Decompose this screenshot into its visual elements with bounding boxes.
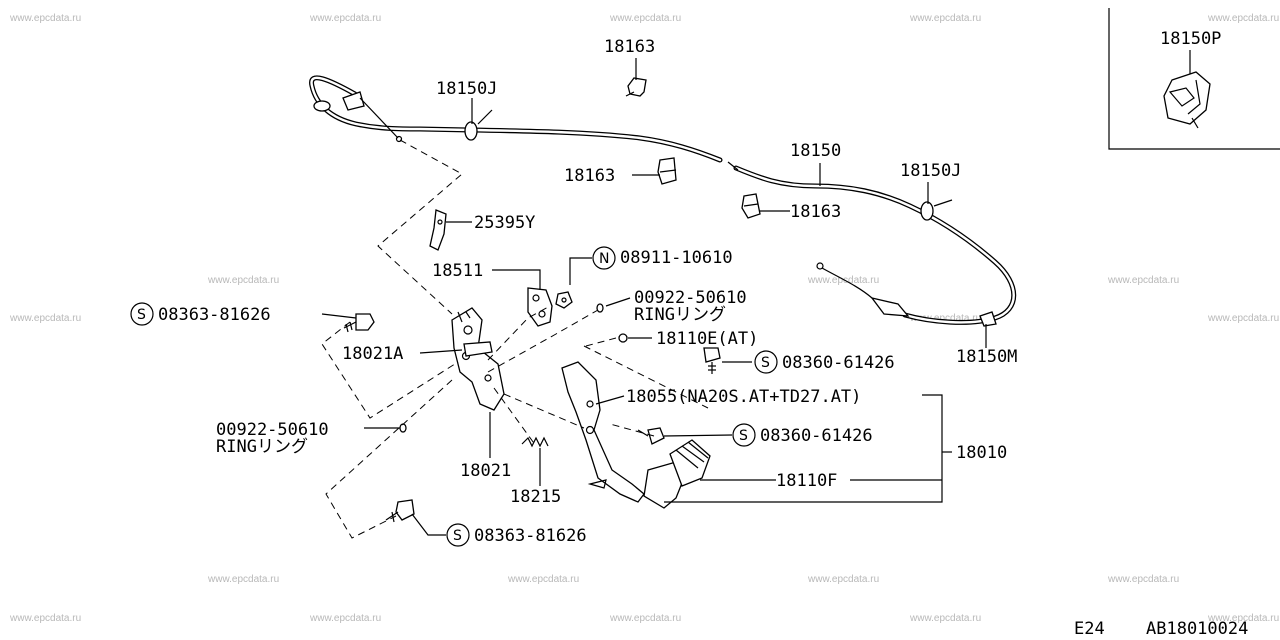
label-00922-bottom: 00922-50610: [216, 420, 329, 440]
watermark: www.epcdata.ru: [507, 574, 579, 585]
inset-box: [1108, 8, 1280, 150]
nut-08911: [555, 291, 573, 309]
watermark: www.epcdata.ru: [9, 313, 81, 324]
watermark: www.epcdata.ru: [207, 574, 279, 585]
watermark: www.epcdata.ru: [1207, 13, 1279, 24]
ring-top: [596, 303, 604, 313]
watermark: www.epcdata.ru: [9, 613, 81, 624]
label-18021: 18021: [460, 461, 511, 481]
clip-18150p: [1163, 71, 1211, 129]
label-18163-mid: 18163: [564, 166, 615, 186]
watermark: www.epcdata.ru: [1207, 313, 1279, 324]
watermark: www.epcdata.ru: [1107, 275, 1179, 286]
label-18150m: 18150M: [956, 347, 1017, 367]
label-25395y: 25395Y: [474, 213, 535, 233]
s-mark-08360-top: S: [754, 350, 778, 374]
label-ring-bottom: RINGリング: [216, 437, 308, 457]
watermark: www.epcdata.ru: [309, 613, 381, 624]
watermark: www.epcdata.ru: [909, 313, 981, 324]
return-spring-18215: [521, 436, 549, 448]
bolt-08363-bottom: [385, 499, 415, 523]
label-18163-top: 18163: [604, 37, 655, 57]
label-18511: 18511: [432, 261, 483, 281]
s-mark-08363-top: S: [130, 302, 154, 326]
watermark: www.epcdata.ru: [609, 613, 681, 624]
parking-brake-cable-rear: [727, 161, 1017, 327]
watermark: www.epcdata.ru: [309, 13, 381, 24]
part-labels: 18163 18150J 18163 18150 18150J 18163 25…: [158, 29, 1221, 546]
s-mark-08360-bottom: S: [732, 423, 756, 447]
circle-marks: S N S S S: [130, 246, 778, 547]
leader-lines: [321, 58, 987, 536]
bolt-08360-top: [703, 347, 721, 374]
cable-clip-right: [741, 193, 761, 219]
cable-grommet: [920, 201, 934, 221]
pedal-assembly: [451, 307, 505, 411]
watermark: www.epcdata.ru: [807, 275, 879, 286]
cable-grommet: [464, 121, 478, 141]
watermarks: www.epcdata.ru www.epcdata.ru www.epcdat…: [9, 13, 1279, 624]
stopper-18110e: [618, 333, 628, 343]
n-mark-08911: N: [592, 246, 616, 270]
label-18150p: 18150P: [1160, 29, 1221, 49]
bracket-18511: [527, 287, 553, 327]
watermark: www.epcdata.ru: [609, 13, 681, 24]
label-18163-right: 18163: [790, 202, 841, 222]
label-08360-bottom: 08360-61426: [760, 426, 873, 446]
label-08363-top: 08363-81626: [158, 305, 271, 325]
s-mark-08363-bottom: S: [446, 523, 470, 547]
footer: E24 AB18010024: [1074, 619, 1248, 639]
s-mark-text: S: [137, 307, 146, 323]
watermark: www.epcdata.ru: [909, 613, 981, 624]
label-18215: 18215: [510, 487, 561, 507]
n-mark-text: N: [599, 251, 609, 267]
cable-grommet: [313, 100, 331, 112]
s-mark-text: S: [761, 355, 770, 371]
ring-bottom: [399, 423, 407, 433]
pedal-arm: [561, 361, 645, 503]
label-18010: 18010: [956, 443, 1007, 463]
watermark: www.epcdata.ru: [9, 13, 81, 24]
label-08360-top: 08360-61426: [782, 353, 895, 373]
watermark: www.epcdata.ru: [909, 13, 981, 24]
s-mark-text: S: [739, 428, 748, 444]
label-18150j-right: 18150J: [900, 161, 961, 181]
watermark: www.epcdata.ru: [207, 275, 279, 286]
watermark: www.epcdata.ru: [807, 574, 879, 585]
assembly-lines: [321, 139, 709, 539]
label-18021a: 18021A: [342, 344, 403, 364]
label-18150: 18150: [790, 141, 841, 161]
footer-section: E24: [1074, 619, 1105, 639]
watermark: www.epcdata.ru: [1107, 574, 1179, 585]
watermark: www.epcdata.ru: [1207, 613, 1279, 624]
label-18110f: 18110F: [776, 471, 837, 491]
cable-clip-top: [625, 77, 647, 97]
label-18110e: 18110E(AT): [656, 329, 758, 349]
footer-code: AB18010024: [1146, 619, 1248, 639]
label-18055: 18055(NA20S.AT+TD27.AT): [626, 387, 861, 407]
label-ring-top: RINGリング: [634, 305, 726, 325]
label-08911-10610: 08911-10610: [620, 248, 733, 268]
parking-brake-cable-front: [309, 75, 723, 163]
label-00922-top: 00922-50610: [634, 288, 747, 308]
bolt-08360-bottom: [637, 427, 665, 445]
label-18150j-left: 18150J: [436, 79, 497, 99]
pedal-pad-18110f: [643, 439, 711, 509]
label-08363-bottom: 08363-81626: [474, 526, 587, 546]
cable-clip-mid: [657, 157, 677, 185]
s-mark-text: S: [453, 528, 462, 544]
bracket-25395y: [429, 209, 447, 251]
